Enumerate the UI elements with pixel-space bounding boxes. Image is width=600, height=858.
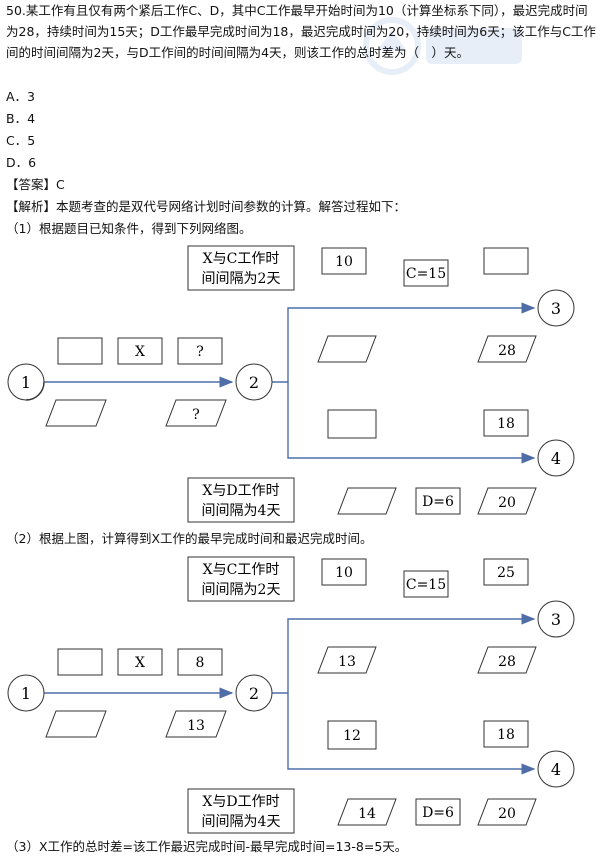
d-name-box: [415, 487, 461, 515]
option-a: A．3: [6, 89, 36, 104]
note-x-c-line1: X与C工作时: [203, 251, 280, 267]
c-es-value: 10: [335, 254, 353, 270]
x-es-box: [57, 648, 103, 676]
edge-2-3: [272, 302, 536, 383]
d-lf-value: 20: [498, 806, 516, 822]
d-label: D=6: [422, 494, 454, 510]
step1-text: （1）根据题目已知条件，得到下列网络图。: [6, 221, 252, 236]
x-ls-parallelogram: [45, 399, 107, 427]
option-d: D．6: [6, 155, 37, 170]
node-3-label: 3: [551, 610, 561, 629]
note-x-c-box: [187, 556, 295, 602]
node-4-label: 4: [551, 760, 561, 779]
node-3-label: 3: [551, 299, 561, 318]
c-es-value: 10: [335, 565, 353, 581]
note-x-d-line1: X与D工作时: [202, 794, 279, 810]
edge-2-4: [287, 382, 536, 464]
c-lf-parallelogram: [477, 335, 537, 363]
node-2-label: 2: [249, 373, 259, 392]
node-4-label: 4: [551, 449, 561, 468]
node-1-label: 1: [21, 373, 31, 392]
step2-text: （2）根据上图，计算得到X工作的最早完成时间和最迟完成时间。: [6, 531, 373, 546]
note-x-d-box: [187, 788, 295, 834]
d-label: D=6: [422, 805, 454, 821]
c-es-box: [321, 558, 367, 586]
x-label: X: [135, 344, 145, 360]
c-ef-box: [483, 247, 529, 275]
edge-2-3: [272, 613, 536, 694]
node-2-label: 2: [249, 684, 259, 703]
note-x-c-box: [187, 245, 295, 291]
d-lf-parallelogram: [477, 487, 537, 515]
d-ef-value: 18: [497, 727, 515, 743]
network-diagram-2: X与C工作时 间间隔为2天 X与D工作时 间间隔为4天 X 8 13 10 C=…: [7, 556, 575, 834]
x-lf-parallelogram: [165, 399, 227, 427]
d-name-box: [415, 798, 461, 826]
x-lf-value: 13: [187, 718, 205, 734]
option-b: B．4: [6, 111, 36, 126]
analysis-label: 【解析】本题考查的是双代号网络计划时间参数的计算。解答过程如下：: [6, 199, 407, 214]
d-es-box: [327, 720, 377, 750]
c-name-box: [403, 570, 449, 598]
option-c: C．5: [6, 133, 36, 148]
node-1: 1: [7, 674, 45, 712]
x-ef-box: [177, 648, 223, 676]
c-lf-value: 28: [498, 343, 516, 359]
d-ef-box: [483, 720, 529, 748]
node-3: 3: [537, 600, 575, 638]
x-es-box: [57, 337, 103, 365]
network-diagram-1: X与C工作时 间间隔为2天 X与D工作时 间间隔为4天 X ? ? 10 C=1…: [7, 245, 575, 523]
x-lf-parallelogram: [165, 710, 227, 738]
answer-label: 【答案】C: [6, 177, 65, 192]
c-es-box: [321, 247, 367, 275]
x-ef-box: [177, 337, 223, 365]
x-lf-value: ?: [192, 407, 200, 423]
note-x-d-line2: 间间隔为4天: [202, 814, 281, 830]
x-name-box: [117, 648, 163, 676]
node-4: 4: [537, 750, 575, 788]
step3-text: （3）X工作的总时差=该工作最迟完成时间-最早完成时间=13-8=5天。: [6, 839, 408, 854]
d-ls-value: 14: [358, 806, 376, 822]
d-ef-value: 18: [497, 416, 515, 432]
question-text: 50.某工作有且仅有两个紧后工作C、D，其中C工作最早开始时间为10（计算坐标系…: [6, 3, 596, 60]
node-3: 3: [537, 289, 575, 327]
c-lf-parallelogram: [477, 646, 537, 674]
x-name-box: [117, 337, 163, 365]
note-x-c-line2: 间间隔为2天: [202, 271, 281, 287]
c-ls-parallelogram: [317, 646, 377, 674]
watermark-logo: [363, 17, 522, 75]
edge-2-4: [287, 693, 536, 775]
note-x-c-line1: X与C工作时: [203, 562, 280, 578]
d-lf-value: 20: [498, 495, 516, 511]
c-ef-value: 25: [497, 565, 515, 581]
x-ef-value: 8: [196, 655, 205, 671]
x-ef-value: ?: [196, 344, 204, 360]
x-label: X: [135, 655, 145, 671]
c-ls-parallelogram: [317, 335, 377, 363]
c-label: C=15: [406, 266, 446, 282]
c-ef-box: [483, 558, 529, 586]
note-x-d-box: [187, 477, 295, 523]
node-1: 1: [7, 363, 45, 401]
c-lf-value: 28: [498, 654, 516, 670]
c-name-box: [403, 259, 449, 287]
c-label: C=15: [406, 577, 446, 593]
x-ls-parallelogram: [45, 710, 107, 738]
node-2: 2: [235, 674, 273, 712]
node-4: 4: [537, 439, 575, 477]
node-1-label: 1: [21, 684, 31, 703]
d-ef-box: [483, 409, 529, 437]
d-lf-parallelogram: [477, 798, 537, 826]
d-ls-parallelogram: [337, 798, 397, 826]
d-ls-parallelogram: [337, 487, 397, 515]
note-x-d-line2: 间间隔为4天: [202, 503, 281, 519]
d-es-value: 12: [343, 728, 361, 744]
c-ls-value: 13: [338, 654, 356, 670]
node-2: 2: [235, 363, 273, 401]
note-x-c-line2: 间间隔为2天: [202, 582, 281, 598]
d-es-box: [327, 409, 377, 439]
note-x-d-line1: X与D工作时: [202, 483, 279, 499]
